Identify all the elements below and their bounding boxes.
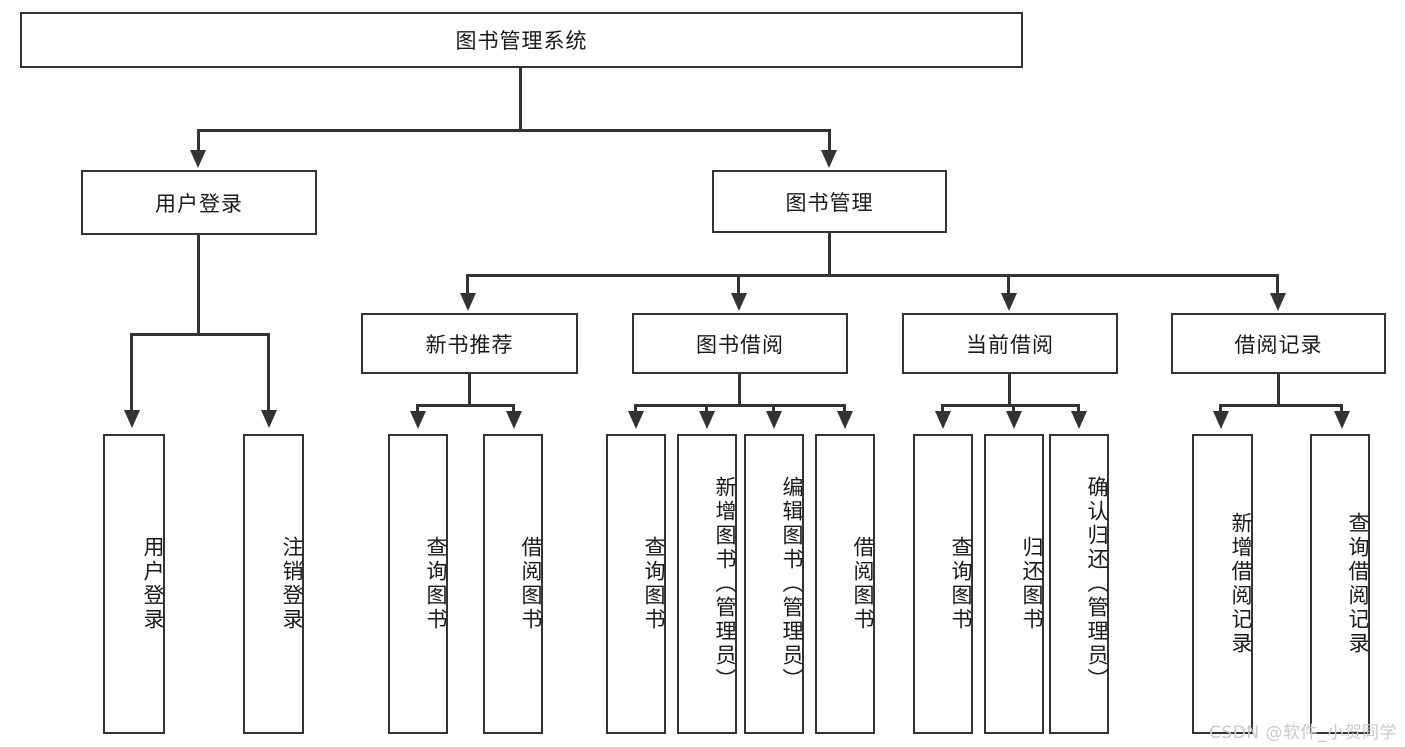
node-leaf-query-book-1-label: 查询图书 [424, 536, 448, 632]
edge-br-to-leaf-2 [1340, 404, 1343, 414]
node-user-login[interactable]: 用户登录 [81, 170, 317, 235]
node-leaf-user-login-label: 用户登录 [141, 536, 165, 632]
arrow-root-to-user-login [190, 150, 206, 168]
node-leaf-borrow-book-2[interactable]: 借阅图书 [815, 434, 875, 734]
node-leaf-borrow-book-1-label: 借阅图书 [519, 536, 543, 632]
node-book-management[interactable]: 图书管理 [712, 170, 947, 233]
edge-borrow-record-bus [1219, 404, 1343, 407]
arrow-cb-to-leaf-2 [1006, 411, 1022, 429]
edge-bb-to-leaf-4 [843, 404, 846, 414]
edge-br-to-leaf-1 [1219, 404, 1222, 414]
edge-new-book-bus [416, 404, 515, 407]
edge-root-to-user-login [197, 129, 200, 154]
node-book-borrow-label: 图书借阅 [696, 332, 784, 357]
node-root[interactable]: 图书管理系统 [20, 12, 1023, 68]
node-leaf-edit-book-label: 编辑图书（管理员） [780, 476, 804, 692]
arrow-bm-to-current-borrow [1001, 293, 1017, 311]
edge-cb-to-leaf-1 [941, 404, 944, 414]
edge-root-bus [197, 129, 831, 132]
node-root-label: 图书管理系统 [455, 29, 588, 53]
arrow-nb-to-leaf-1 [410, 411, 426, 429]
node-current-borrow[interactable]: 当前借阅 [902, 313, 1118, 374]
edge-user-login-stem [197, 235, 200, 335]
edge-book-management-stem [828, 233, 831, 275]
edge-bm-to-new-book [466, 274, 469, 296]
node-borrow-record[interactable]: 借阅记录 [1171, 313, 1386, 374]
node-leaf-return-book-label: 归还图书 [1020, 536, 1044, 632]
arrow-user-login-to-leaf-1 [124, 410, 140, 428]
arrow-bb-to-leaf-4 [837, 411, 853, 429]
node-leaf-logout-label: 注销登录 [280, 536, 304, 632]
arrow-nb-to-leaf-2 [506, 411, 522, 429]
edge-cb-to-leaf-3 [1077, 404, 1080, 414]
arrow-bb-to-leaf-1 [628, 411, 644, 429]
node-user-login-label: 用户登录 [155, 191, 243, 216]
edge-bm-to-borrow-record [1276, 274, 1279, 296]
edge-user-login-to-leaf-2 [267, 333, 270, 413]
arrow-root-to-book-management [821, 150, 837, 168]
node-leaf-query-book-3-label: 查询图书 [949, 536, 973, 632]
node-leaf-query-record-label: 查询借阅记录 [1346, 512, 1370, 656]
csdn-watermark: CSDN @软件_小贺同学 [1209, 723, 1397, 743]
edge-user-login-bus [130, 333, 267, 336]
edge-current-borrow-bus [941, 404, 1080, 407]
node-new-book-recommend[interactable]: 新书推荐 [361, 313, 578, 374]
node-leaf-confirm-return[interactable]: 确认归还（管理员） [1049, 434, 1109, 734]
arrow-cb-to-leaf-3 [1071, 411, 1087, 429]
arrow-br-to-leaf-2 [1334, 411, 1350, 429]
node-borrow-record-label: 借阅记录 [1234, 332, 1323, 357]
node-book-management-label: 图书管理 [785, 190, 874, 215]
node-leaf-query-book-2[interactable]: 查询图书 [606, 434, 666, 734]
arrow-bb-to-leaf-3 [766, 411, 782, 429]
edge-book-management-bus [466, 274, 1278, 277]
edge-nb-to-leaf-1 [416, 404, 419, 414]
arrow-user-login-to-leaf-2 [261, 410, 277, 428]
edge-bm-to-book-borrow [737, 274, 740, 296]
edge-root-to-book-management [828, 129, 831, 154]
edge-root-stem [519, 68, 522, 130]
edge-bb-to-leaf-3 [772, 404, 775, 414]
edge-borrow-record-stem [1277, 374, 1280, 407]
arrow-bm-to-book-borrow [731, 293, 747, 311]
node-leaf-borrow-book-2-label: 借阅图书 [851, 536, 875, 632]
edge-new-book-stem [468, 374, 471, 407]
arrow-br-to-leaf-1 [1213, 411, 1229, 429]
edge-book-borrow-bus [634, 404, 843, 407]
node-leaf-query-book-1[interactable]: 查询图书 [388, 434, 448, 734]
node-leaf-user-login[interactable]: 用户登录 [103, 434, 165, 734]
node-leaf-edit-book[interactable]: 编辑图书（管理员） [744, 434, 804, 734]
edge-current-borrow-stem [1008, 374, 1011, 407]
node-leaf-add-record-label: 新增借阅记录 [1229, 512, 1253, 656]
node-leaf-query-book-3[interactable]: 查询图书 [913, 434, 973, 734]
arrow-bm-to-new-book [460, 293, 476, 311]
node-current-borrow-label: 当前借阅 [966, 332, 1054, 357]
node-leaf-add-book[interactable]: 新增图书（管理员） [677, 434, 737, 734]
arrow-bb-to-leaf-2 [699, 411, 715, 429]
edge-user-login-to-leaf-1 [130, 333, 133, 413]
node-leaf-logout[interactable]: 注销登录 [243, 434, 304, 734]
edge-book-borrow-stem [738, 374, 741, 407]
edge-bm-to-current-borrow [1007, 274, 1010, 296]
node-leaf-confirm-return-label: 确认归还（管理员） [1085, 476, 1109, 692]
node-leaf-return-book[interactable]: 归还图书 [984, 434, 1044, 734]
node-leaf-borrow-book-1[interactable]: 借阅图书 [483, 434, 543, 734]
node-book-borrow[interactable]: 图书借阅 [632, 313, 848, 374]
edge-bb-to-leaf-2 [705, 404, 708, 414]
edge-nb-to-leaf-2 [512, 404, 515, 414]
node-leaf-add-record[interactable]: 新增借阅记录 [1192, 434, 1253, 734]
edge-bb-to-leaf-1 [634, 404, 637, 414]
node-leaf-query-book-2-label: 查询图书 [642, 536, 666, 632]
node-leaf-add-book-label: 新增图书（管理员） [713, 476, 737, 692]
arrow-cb-to-leaf-1 [935, 411, 951, 429]
arrow-bm-to-borrow-record [1270, 293, 1286, 311]
edge-cb-to-leaf-2 [1012, 404, 1015, 414]
node-leaf-query-record[interactable]: 查询借阅记录 [1310, 434, 1370, 734]
node-new-book-recommend-label: 新书推荐 [425, 332, 514, 357]
